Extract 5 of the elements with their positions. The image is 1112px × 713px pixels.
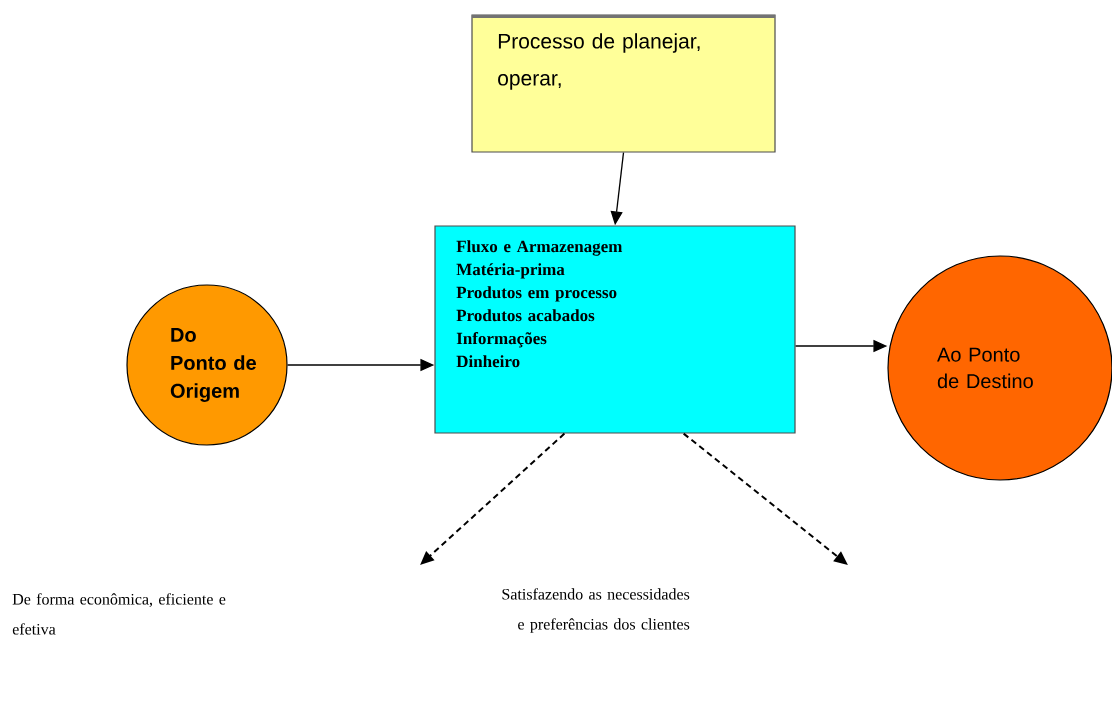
- flow-box: Fluxo e Armazenagem Matéria-prima Produtos em processo Produtos acabados Informações Dinheiro: [434, 225, 796, 434]
- process-box: Processo de planejar, operar,: [471, 14, 776, 153]
- arrow: [420, 432, 566, 565]
- note-text: De forma econômica, eficiente e efetiva: [12, 593, 226, 635]
- note-text: Satisfazendo as necessidades e preferências dos clientes: [502, 588, 690, 633]
